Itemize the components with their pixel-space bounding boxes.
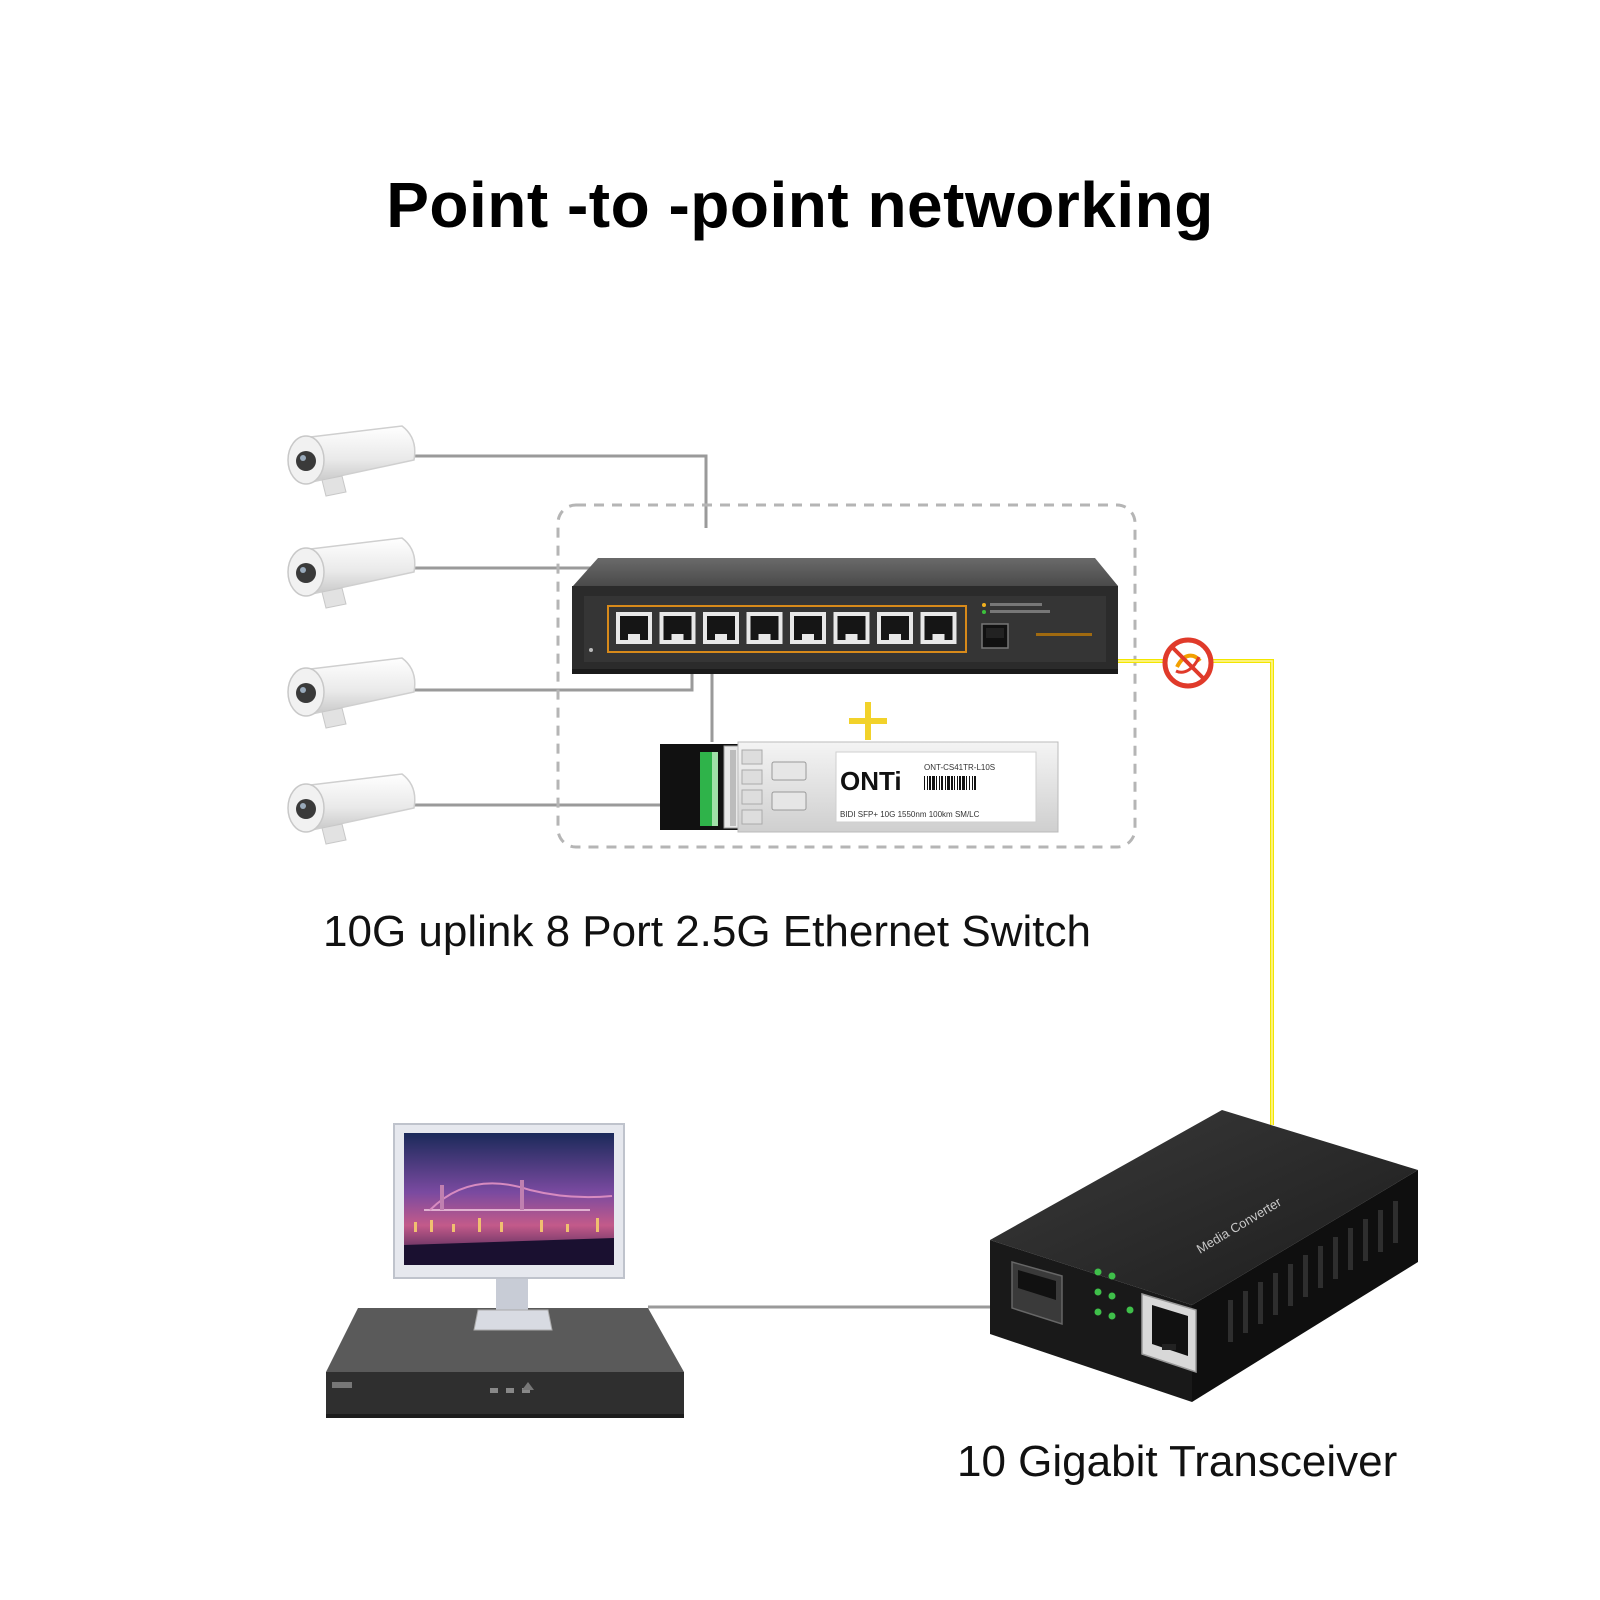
switch-label: 10G uplink 8 Port 2.5G Ethernet Switch [323, 907, 1091, 956]
switch-port [659, 612, 696, 644]
camera-cable-1 [400, 454, 708, 528]
switch-port [920, 612, 957, 644]
ip-camera-4 [287, 773, 416, 845]
switch-group-box [556, 503, 1137, 849]
switch-port [616, 612, 652, 644]
vent-slot [1318, 1246, 1323, 1288]
media-converter: Media Converter [990, 1110, 1418, 1402]
ip-camera-3 [287, 657, 416, 729]
vent-slot [1333, 1237, 1338, 1279]
switch-port [703, 612, 739, 644]
transceiver-label: 10 Gigabit Transceiver [957, 1437, 1398, 1486]
vent-slot [1273, 1273, 1278, 1315]
page-title: Point -to -point networking [386, 169, 1214, 241]
mc-sfp-port [1011, 1261, 1063, 1326]
vent-slot [1348, 1228, 1353, 1270]
ethernet-switch [572, 558, 1118, 674]
sfp-brand: ONTi [840, 766, 902, 796]
vent-slot [1228, 1300, 1233, 1342]
switch-port [746, 612, 783, 644]
vent-slot [1303, 1255, 1308, 1297]
mc-status-leds [1094, 1268, 1134, 1320]
plus-icon [849, 702, 887, 740]
switch-ports [616, 612, 957, 644]
switch-port [833, 612, 870, 644]
vent-slot [1258, 1282, 1263, 1324]
camera-cable-3 [400, 672, 694, 692]
fiber-link [1114, 659, 1274, 1125]
ip-camera-2 [287, 537, 416, 609]
sfp-module: ONTi ONT-CS41TR-L10S BIDI SFP+ 10G 1550n… [660, 741, 1059, 833]
vent-slot [1243, 1291, 1248, 1333]
vent-slot [1378, 1210, 1383, 1252]
mc-rj45-port [1141, 1292, 1197, 1374]
vent-slot [1363, 1219, 1368, 1261]
mc-vents [1228, 1201, 1398, 1342]
eject-icon [522, 1382, 534, 1390]
switch-port [790, 612, 826, 644]
switch-port [877, 612, 913, 644]
sfp-barcode [924, 776, 976, 790]
link-warning-icon [1162, 637, 1214, 689]
nvr-workstation [326, 1123, 684, 1418]
sfp-spec: BIDI SFP+ 10G 1550nm 100km SM/LC [840, 810, 980, 819]
sfp-port [981, 623, 1009, 649]
ip-camera-1 [287, 425, 416, 497]
camera-cable-3b [700, 666, 714, 742]
vent-slot [1288, 1264, 1293, 1306]
sfp-model: ONT-CS41TR-L10S [924, 763, 995, 772]
vent-slot [1393, 1201, 1398, 1243]
